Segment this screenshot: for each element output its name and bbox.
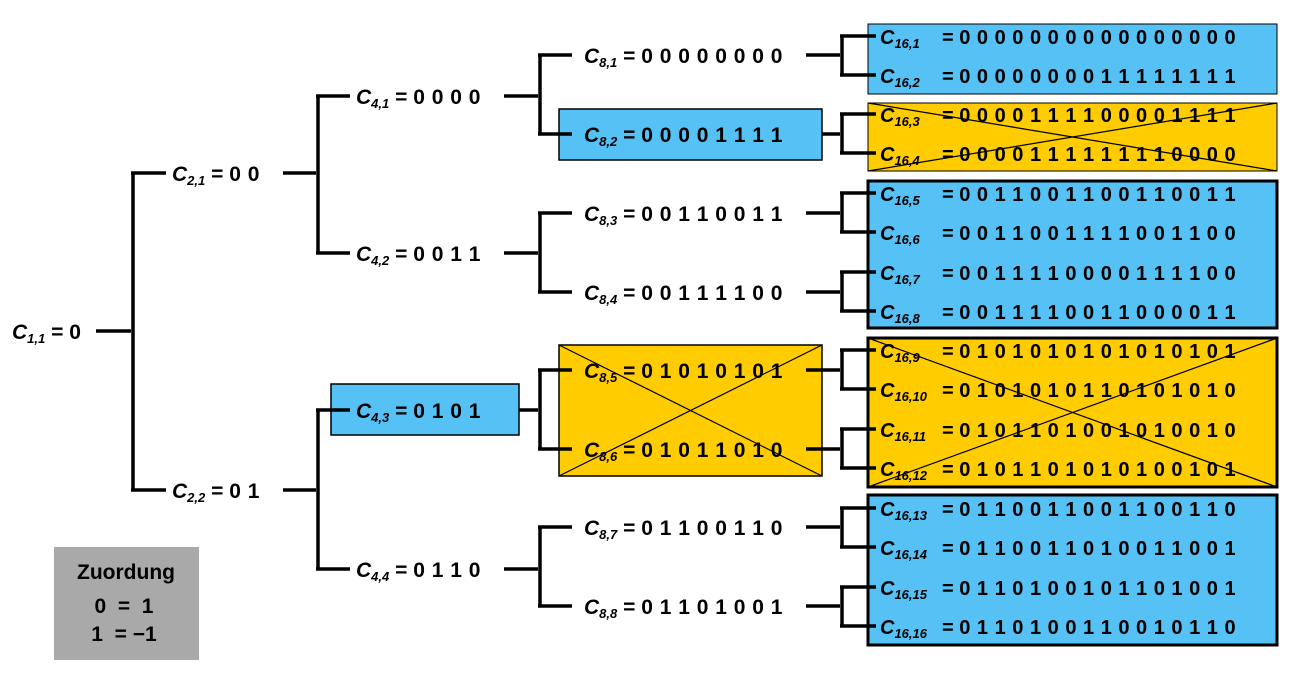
code-node: C8,8 = 0 1 1 0 1 0 0 1 [584, 596, 783, 621]
code-node: C8,6 = 0 1 0 1 1 0 1 0 [584, 439, 783, 464]
code-node: C1,1 = 0 [12, 321, 81, 346]
code-node: C16,9= 0 1 0 1 0 1 0 1 0 1 0 1 0 1 0 1 [880, 341, 1236, 365]
code-node: C16,7= 0 0 1 1 1 1 0 0 0 0 1 1 1 1 0 0 [880, 263, 1236, 287]
cross-mark [558, 344, 823, 477]
box-c8-2 [558, 108, 823, 161]
code-node: C4,3 = 0 1 0 1 [356, 400, 481, 425]
code-symbol: C [12, 321, 28, 344]
legend-title: Zuordung [77, 561, 175, 584]
code-node: C16,13= 0 1 1 0 0 1 1 0 0 1 1 0 0 1 1 0 [880, 499, 1236, 523]
code-node: C16,14= 0 1 1 0 0 1 1 0 1 0 0 1 1 0 0 1 [880, 538, 1236, 562]
code-node: C16,6= 0 0 1 1 0 0 1 1 1 1 0 0 1 1 0 0 [880, 223, 1236, 247]
code-node: C8,7 = 0 1 1 0 0 1 1 0 [584, 517, 783, 542]
code-node: C4,4 = 0 1 1 0 [356, 559, 481, 584]
code-node: C8,4 = 0 0 1 1 1 1 0 0 [584, 282, 783, 307]
code-node: C16,15= 0 1 1 0 1 0 0 1 0 1 1 0 1 0 0 1 [880, 578, 1236, 602]
code-node: C16,2= 0 0 0 0 0 0 0 0 1 1 1 1 1 1 1 1 [880, 66, 1236, 90]
code-node: C4,1 = 0 0 0 0 [356, 86, 481, 111]
code-node: C16,12= 0 1 0 1 1 0 1 0 1 0 1 0 0 1 0 1 [880, 459, 1236, 483]
code-node: C8,3 = 0 0 1 1 0 0 1 1 [584, 203, 783, 228]
legend-line-2: 1 = −1 [91, 623, 157, 646]
cross-mark [867, 102, 1278, 172]
code-value: 0 [69, 321, 81, 344]
box-c4-3 [330, 383, 520, 436]
code-node: C8,2 = 0 0 0 0 1 1 1 1 [584, 124, 783, 149]
code-node: C16,16= 0 1 1 0 1 0 0 1 1 0 0 1 0 1 1 0 [880, 617, 1236, 641]
code-node: C16,8= 0 0 1 1 1 1 0 0 1 1 0 0 0 0 1 1 [880, 302, 1236, 326]
tree-connectors [96, 34, 876, 628]
legend-line-1: 0 = 1 [95, 595, 154, 618]
code-node: C2,1 = 0 0 [172, 163, 260, 188]
mapping-legend: Zuordung 0 = 1 1 = −1 [54, 547, 199, 660]
code-node: C16,11= 0 1 0 1 1 0 1 0 0 1 0 1 0 0 1 0 [880, 420, 1236, 444]
code-node: C8,5 = 0 1 0 1 0 1 0 1 [584, 360, 783, 385]
box-c16-13-16 [866, 493, 1279, 647]
cross-mark [867, 337, 1278, 488]
box-c16-1-2 [867, 23, 1278, 95]
code-node: C4,2 = 0 0 1 1 [356, 243, 481, 268]
box-c16-5-8 [866, 179, 1279, 330]
code-node: C16,5= 0 0 1 1 0 0 1 1 0 0 1 1 0 0 1 1 [880, 184, 1236, 208]
code-node: C16,4= 0 0 0 0 1 1 1 1 1 1 1 1 0 0 0 0 [880, 144, 1236, 168]
code-node: C8,1 = 0 0 0 0 0 0 0 0 [584, 45, 783, 70]
code-node: C2,2 = 0 1 [172, 480, 260, 505]
blocked-code-crosses [558, 102, 1278, 488]
code-node: C16,1= 0 0 0 0 0 0 0 0 0 0 0 0 0 0 0 0 [880, 27, 1236, 51]
legend-box [54, 547, 199, 660]
code-index: 1,1 [27, 331, 45, 346]
